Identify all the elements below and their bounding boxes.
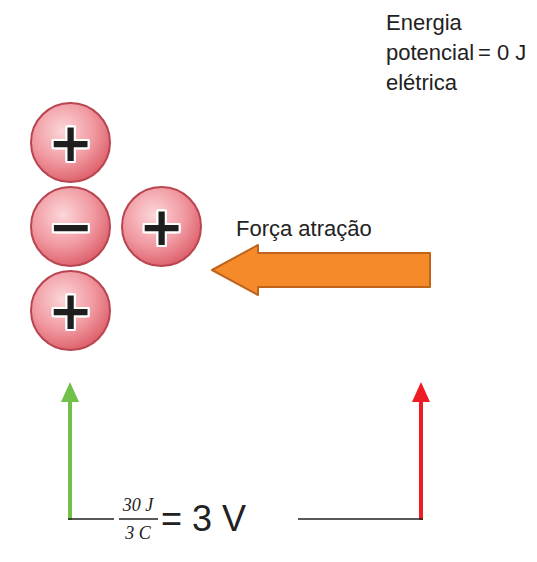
charge-sign: + [48, 116, 93, 170]
wire-right [298, 518, 423, 520]
text-label: 3 C [108, 522, 168, 544]
text-label: Força atração [236, 216, 406, 242]
charge-circle: + [30, 102, 111, 183]
charge-circle: + [30, 270, 111, 351]
charge-sign: + [48, 284, 93, 338]
text-label: 30 J [108, 494, 168, 516]
text-label: = 0 J [478, 38, 534, 68]
text-label: Energia potencial elétrica [386, 8, 482, 98]
red-arrow-head [412, 382, 430, 402]
fraction-bar [119, 518, 158, 520]
charge-sign: − [48, 200, 93, 254]
charge-circle: − [30, 186, 111, 267]
wire-left [68, 518, 114, 520]
text-label: = 3 V [161, 499, 296, 539]
green-arrow-head [61, 382, 79, 402]
charge-sign: + [139, 200, 184, 254]
force-arrow [212, 245, 430, 295]
charge-circle: + [121, 186, 202, 267]
red-arrow-shaft [419, 398, 423, 520]
green-arrow-shaft [68, 398, 72, 520]
